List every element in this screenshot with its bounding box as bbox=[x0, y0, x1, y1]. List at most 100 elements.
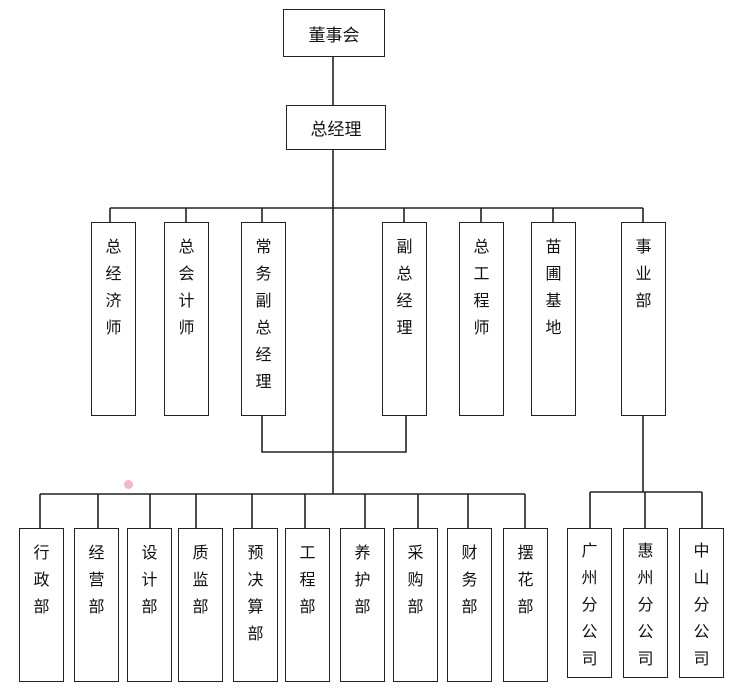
label-char: 惠 bbox=[637, 541, 654, 560]
label-char: 部 bbox=[88, 597, 105, 616]
label-char: 工 bbox=[299, 543, 316, 562]
box-label: 工程部 bbox=[299, 539, 315, 620]
box-label: 常务副总经理 bbox=[255, 233, 271, 395]
label-char: 司 bbox=[581, 649, 598, 668]
label-char: 程 bbox=[473, 291, 490, 310]
ink-spot bbox=[124, 480, 133, 489]
label-char: 算 bbox=[247, 597, 264, 616]
label-char: 部 bbox=[247, 624, 264, 643]
label-char: 计 bbox=[141, 570, 158, 589]
dept-box-design: 设计部 bbox=[127, 528, 172, 682]
label-char: 质 bbox=[192, 543, 209, 562]
label-char: 公 bbox=[581, 622, 598, 641]
label-char: 计 bbox=[178, 291, 195, 310]
label-char: 分 bbox=[693, 595, 710, 614]
box-label: 质监部 bbox=[192, 539, 208, 620]
box-label: 副总经理 bbox=[396, 233, 412, 341]
label-char: 养 bbox=[354, 543, 371, 562]
box-label: 预决算部 bbox=[247, 539, 263, 647]
branch-box-zhongshan: 中山分公司 bbox=[679, 528, 724, 678]
label-char: 预 bbox=[247, 543, 264, 562]
label-char: 师 bbox=[105, 318, 122, 337]
label-char: 营 bbox=[88, 570, 105, 589]
label-char: 圃 bbox=[545, 264, 562, 283]
dept-box-budget: 预决算部 bbox=[233, 528, 278, 682]
label-char: 监 bbox=[192, 570, 209, 589]
l2-box-chief-accountant: 总会计师 bbox=[164, 222, 209, 416]
label-char: 经 bbox=[105, 264, 122, 283]
label-char: 广 bbox=[581, 541, 598, 560]
label-char: 部 bbox=[461, 597, 478, 616]
label-char: 基 bbox=[545, 291, 562, 310]
branch-box-guangzhou: 广州分公司 bbox=[567, 528, 612, 678]
label-char: 经 bbox=[396, 291, 413, 310]
label-char: 工 bbox=[473, 264, 490, 283]
label-char: 经 bbox=[88, 543, 105, 562]
label-char: 理 bbox=[255, 372, 272, 391]
label-char: 政 bbox=[33, 570, 50, 589]
box-label: 苗圃基地 bbox=[545, 233, 561, 341]
label-char: 部 bbox=[635, 291, 652, 310]
label-char: 师 bbox=[473, 318, 490, 337]
box-label: 经营部 bbox=[88, 539, 104, 620]
l2-box-chief-economist: 总经济师 bbox=[91, 222, 136, 416]
label-char: 总 bbox=[105, 237, 122, 256]
label-char: 程 bbox=[299, 570, 316, 589]
label-char: 务 bbox=[461, 570, 478, 589]
dept-box-engineering: 工程部 bbox=[285, 528, 330, 682]
label-char: 苗 bbox=[545, 237, 562, 256]
box-label: 广州分公司 bbox=[581, 537, 597, 672]
box-label: 惠州分公司 bbox=[637, 537, 653, 672]
dept-box-admin: 行政部 bbox=[19, 528, 64, 682]
label-char: 部 bbox=[192, 597, 209, 616]
label-char: 总 bbox=[396, 264, 413, 283]
label-char: 中 bbox=[693, 541, 710, 560]
label-char: 总 bbox=[255, 318, 272, 337]
label-char: 行 bbox=[33, 543, 50, 562]
box-label: 事业部 bbox=[635, 233, 651, 314]
l2-box-business-division: 事业部 bbox=[621, 222, 666, 416]
label-char: 州 bbox=[581, 568, 598, 587]
dept-box-maintenance: 养护部 bbox=[340, 528, 385, 682]
box-label: 总会计师 bbox=[178, 233, 194, 341]
label-char: 设 bbox=[141, 543, 158, 562]
board-box: 董事会 bbox=[283, 9, 385, 57]
box-label: 摆花部 bbox=[517, 539, 533, 620]
label-char: 总 bbox=[473, 237, 490, 256]
box-label: 中山分公司 bbox=[693, 537, 709, 672]
label-char: 摆 bbox=[517, 543, 534, 562]
line-vp-bridge bbox=[261, 416, 407, 453]
label-char: 业 bbox=[635, 264, 652, 283]
dept-box-purchasing: 采购部 bbox=[393, 528, 438, 682]
label-char: 司 bbox=[637, 649, 654, 668]
label-char: 分 bbox=[637, 595, 654, 614]
label-char: 副 bbox=[255, 291, 272, 310]
l2-box-vice-gm: 副总经理 bbox=[382, 222, 427, 416]
box-label: 总经济师 bbox=[105, 233, 121, 341]
label-char: 购 bbox=[407, 570, 424, 589]
box-label: 行政部 bbox=[33, 539, 49, 620]
label-char: 经 bbox=[255, 345, 272, 364]
label-char: 济 bbox=[105, 291, 122, 310]
dept-box-quality: 质监部 bbox=[178, 528, 223, 682]
label-char: 常 bbox=[255, 237, 272, 256]
dept-box-floral: 摆花部 bbox=[503, 528, 548, 682]
gm-label: 总经理 bbox=[310, 120, 362, 140]
label-char: 部 bbox=[354, 597, 371, 616]
label-char: 事 bbox=[635, 237, 652, 256]
box-label: 总工程师 bbox=[473, 233, 489, 341]
label-char: 部 bbox=[299, 597, 316, 616]
label-char: 部 bbox=[407, 597, 424, 616]
label-char: 理 bbox=[396, 318, 413, 337]
label-char: 财 bbox=[461, 543, 478, 562]
dept-box-operations: 经营部 bbox=[74, 528, 119, 682]
label-char: 公 bbox=[637, 622, 654, 641]
gm-box: 总经理 bbox=[286, 105, 386, 150]
label-char: 部 bbox=[33, 597, 50, 616]
label-char: 山 bbox=[693, 568, 710, 587]
box-label: 养护部 bbox=[354, 539, 370, 620]
label-char: 副 bbox=[396, 237, 413, 256]
label-char: 分 bbox=[581, 595, 598, 614]
box-label: 采购部 bbox=[407, 539, 423, 620]
